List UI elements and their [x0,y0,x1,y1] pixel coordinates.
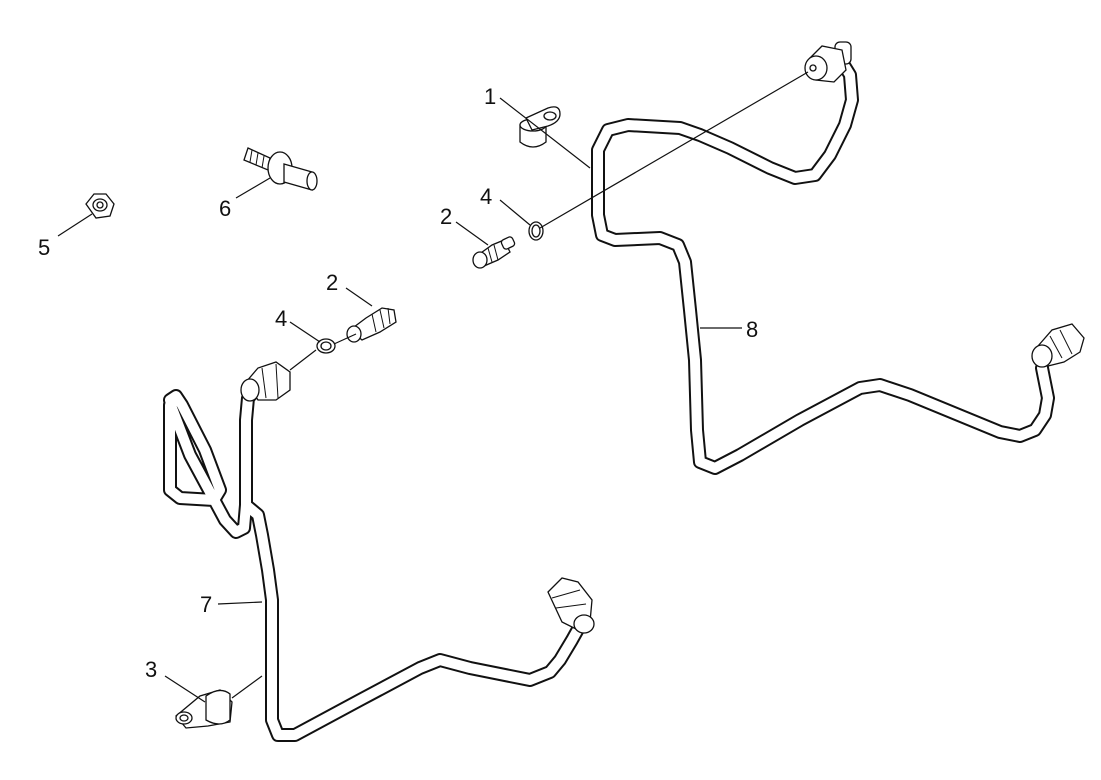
callout-6: 6 [219,196,231,221]
leader-4b-axis2 [289,349,317,371]
pipe-8-right-nut [1031,323,1085,368]
fitting-2-lower [346,307,397,343]
pipe-8-top-nut [804,41,852,83]
pipe-8 [591,41,1085,475]
callout-5: 5 [38,235,50,260]
callout-4-lower: 4 [275,306,287,331]
leader-7 [217,601,263,605]
leader-4b-axis [333,333,357,345]
pipe-7-lower-nut [547,577,595,634]
callout-3: 3 [145,657,157,682]
leader-4a [499,199,531,226]
callout-2-lower: 2 [326,270,338,295]
pipe-7-upper-nut [240,361,291,402]
washer-4-lower [316,338,336,354]
leader-2a [455,221,489,246]
leader-3b [231,675,263,699]
callout-labels: 1 4 2 6 5 2 4 8 7 3 [38,84,758,682]
callout-7: 7 [200,592,212,617]
leader-2b [345,287,373,307]
leader-4b [289,321,321,343]
leader-6 [235,177,271,199]
washer-4-upper [528,221,544,241]
leader-lines [57,71,809,703]
callout-1: 1 [484,84,496,109]
fitting-2-upper [472,236,516,269]
leader-1 [499,97,591,169]
clip-1 [519,106,561,148]
callout-8: 8 [746,317,758,342]
callout-2-upper: 2 [440,204,452,229]
nut-5 [85,193,115,219]
pipe-7 [163,361,595,742]
leader-4a-axis [539,71,809,229]
leader-3 [164,675,206,703]
clip-3 [175,689,233,729]
banjo-bolt-6 [243,147,318,191]
leader-5 [57,213,93,237]
callout-4-upper: 4 [480,184,492,209]
